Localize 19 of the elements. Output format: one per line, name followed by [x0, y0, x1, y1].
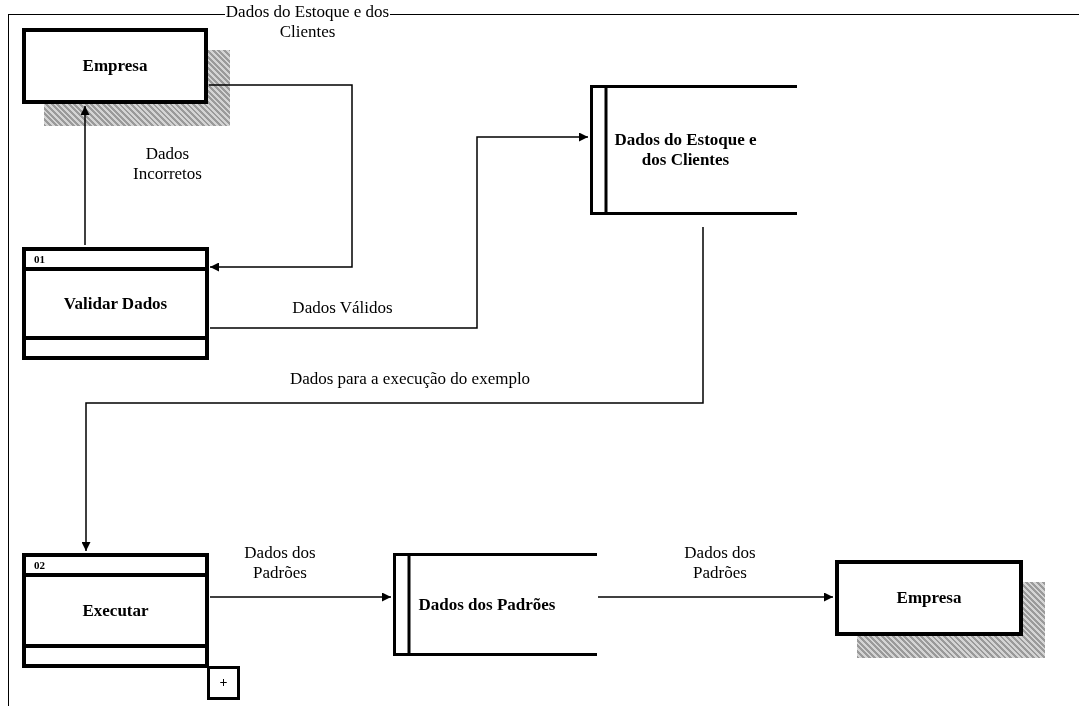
arrow [208, 84, 353, 272]
external-entity-box: Empresa [835, 560, 1023, 636]
process-name: Executar [82, 600, 149, 621]
expand-box: + [207, 666, 240, 700]
process-box [22, 553, 209, 668]
process-number: 01 [26, 251, 205, 271]
arrow [81, 226, 704, 552]
arrow [209, 592, 392, 602]
data-store-name: Dados dos Padrões [418, 594, 556, 615]
arrow [80, 105, 90, 246]
data-store-name: Dados do Estoque e dos Clientes [614, 130, 757, 170]
data-store [393, 553, 597, 656]
process-name: Validar Dados [63, 293, 168, 314]
external-entity-box: Empresa [22, 28, 208, 104]
arrow [209, 132, 589, 329]
process-number: 02 [26, 557, 205, 577]
arrow [597, 592, 834, 602]
data-store [590, 85, 797, 215]
process-box [22, 247, 209, 360]
